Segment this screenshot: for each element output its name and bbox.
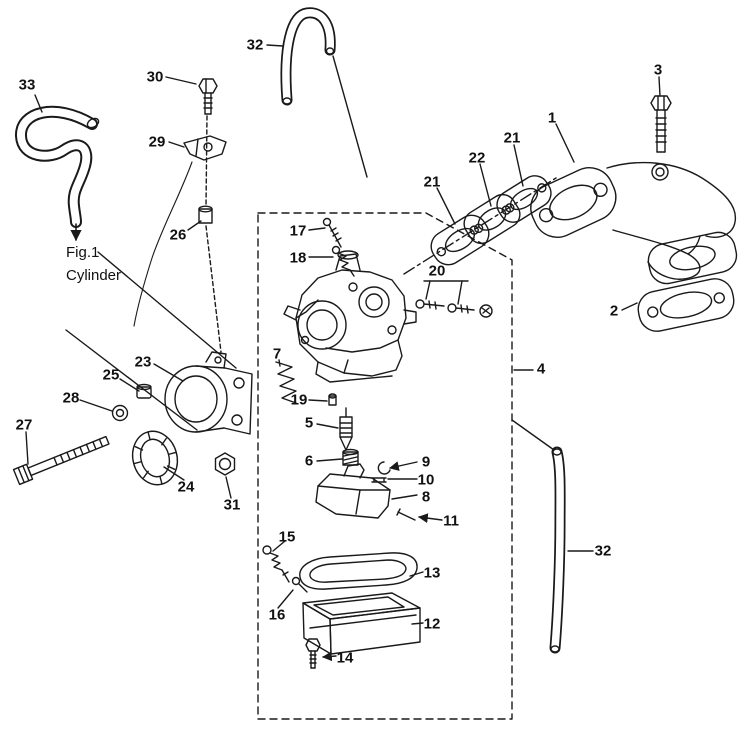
part-label-31: 31	[223, 496, 241, 514]
bolt-3	[650, 95, 672, 153]
float-8	[315, 463, 391, 519]
bolt-27	[12, 435, 110, 486]
part-label-21-left: 21	[423, 173, 441, 191]
bolt-30	[198, 78, 218, 115]
fig1-note-line2: Cylinder	[66, 266, 122, 284]
float-bowl-12	[302, 592, 421, 655]
part-label-15: 15	[278, 528, 296, 546]
screw-17	[322, 217, 342, 248]
gasket-13	[299, 552, 418, 590]
gasket-2	[637, 278, 735, 332]
plug-19	[328, 393, 337, 406]
part-label-32-right: 32	[594, 542, 612, 560]
collar-26	[198, 205, 213, 224]
pilot-screws-20	[415, 299, 493, 318]
part-label-24: 24	[177, 478, 195, 496]
screw-16	[291, 576, 308, 593]
part-label-25: 25	[102, 366, 120, 384]
part-label-6: 6	[304, 452, 314, 470]
alignment-lines	[65, 55, 557, 451]
part-label-18: 18	[289, 249, 307, 267]
insulator-22	[463, 193, 521, 245]
clip-9	[377, 461, 391, 475]
part-label-3: 3	[653, 61, 663, 79]
fig1-note-line1: Fig.1	[66, 244, 100, 261]
part-label-27: 27	[15, 416, 33, 434]
part-label-23: 23	[134, 353, 152, 371]
part-label-33: 33	[18, 76, 36, 94]
part-label-22: 22	[468, 149, 486, 167]
spring-7	[275, 361, 297, 404]
part-label-2: 2	[609, 302, 619, 320]
part-label-5: 5	[304, 414, 314, 432]
part-label-12: 12	[423, 615, 441, 633]
gasket-21-right	[496, 175, 552, 223]
screw-15	[262, 545, 290, 583]
cover-24	[131, 430, 179, 486]
part-label-7: 7	[272, 345, 282, 363]
hose-33	[15, 105, 100, 228]
fig1-cylinder-note: Fig.1 Cylinder	[66, 242, 121, 287]
carburetor-body	[283, 250, 417, 383]
intake-joint-23	[164, 351, 253, 435]
part-label-4: 4	[536, 360, 546, 378]
leader-lines	[25, 44, 661, 662]
part-label-28: 28	[62, 389, 80, 407]
part-label-17: 17	[289, 222, 307, 240]
part-label-30: 30	[146, 68, 164, 86]
part-label-1: 1	[547, 109, 557, 127]
assembly-boundary-4	[257, 212, 513, 720]
part-label-21-right: 21	[503, 129, 521, 147]
needle-valve-5	[339, 407, 353, 451]
part-label-29: 29	[148, 133, 166, 151]
valve-seat-6	[342, 448, 359, 466]
hose-32-top	[280, 7, 336, 106]
part-label-16: 16	[268, 606, 286, 624]
part-label-13: 13	[423, 564, 441, 582]
part-label-11: 11	[443, 512, 459, 530]
hose-32-right	[549, 446, 566, 654]
collar-25	[136, 383, 152, 399]
part-label-20: 20	[428, 262, 446, 280]
part-label-14: 14	[336, 649, 354, 667]
part-label-9: 9	[421, 453, 431, 471]
part-label-26: 26	[169, 226, 187, 244]
gasket-21-left	[430, 214, 490, 266]
washer-28	[111, 404, 129, 422]
part-label-19: 19	[290, 391, 308, 409]
part-label-8: 8	[421, 488, 431, 506]
intake-manifold-1	[530, 161, 738, 285]
bolt-14	[305, 638, 321, 669]
part-label-32-top: 32	[246, 36, 264, 54]
nut-31	[214, 452, 236, 476]
cable-bracket-29	[133, 135, 227, 327]
part-label-10: 10	[417, 471, 435, 489]
float-pin-11	[396, 508, 416, 521]
